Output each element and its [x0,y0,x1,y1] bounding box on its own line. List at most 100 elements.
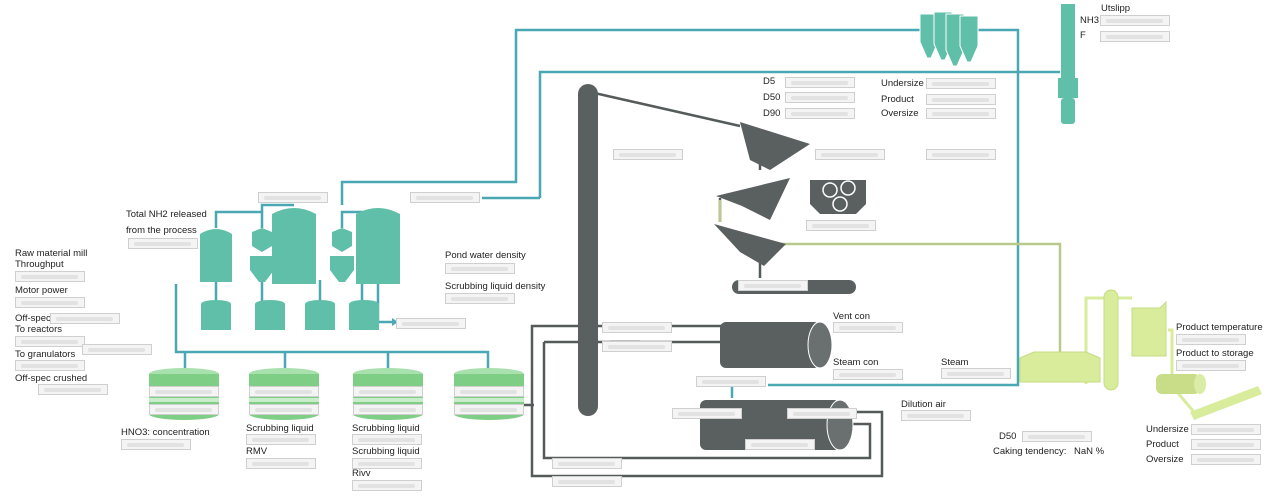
value-field-pipe-1 [258,192,328,203]
label-throughput: Throughput [15,259,64,270]
value-field-nh3 [1100,15,1170,26]
value-field-tank-scrub-2 [353,386,423,397]
label-d50: D50 [763,92,781,103]
value-field-screen [815,149,885,160]
screen-lower [714,224,786,266]
bucket-elevator [578,84,598,416]
value-field-tank-scrub-1 [249,386,319,397]
value-field-product-top [926,94,996,105]
value-field-recycle-1 [552,458,622,469]
value-field-drum-outlet [696,376,766,387]
crusher [810,180,866,214]
label-utslipp: Utslipp [1101,3,1131,14]
screen-upper [740,122,810,170]
value-field-tank-hno3-2 [149,404,219,415]
value-field-screen-2 [926,149,996,160]
label-product-bottom: Product [1146,439,1179,450]
label-scrubbing-liquid-2: Scrubbing liquid [352,423,420,434]
value-field-vent-con [833,322,903,333]
value-field-product-bottom [1191,439,1261,450]
label-undersize-bottom: Undersize [1146,424,1189,435]
value-field-steam [941,368,1011,379]
value-field-elevator-out-2 [602,341,672,352]
value-field-scrubbing-liquid-1 [246,434,316,445]
value-field-tank-pond-2 [454,404,524,415]
label-steam-con: Steam con [833,357,879,368]
label-to-reactors: To reactors [15,324,62,335]
label-d5: D5 [763,76,776,87]
label-steam: Steam [941,357,969,368]
value-field-pipe-2 [410,192,480,203]
emission-stack [1058,4,1078,124]
value-field-pond-water-density [445,263,515,274]
value-field-reactor-outlet [396,318,466,329]
value-field-product-to-storage [1176,360,1246,371]
value-field-off-spec-cc [50,313,120,324]
value-field-elevator-out-1 [602,322,672,333]
label-total-nh2-line2: from the process [126,225,197,236]
value-field-rivv [352,480,422,491]
reactor-section [200,208,400,330]
value-field-f [1100,31,1170,42]
label-rivv: Rivv [352,468,371,479]
label-product-top: Product [881,94,914,105]
value-field-tank-pond [454,386,524,397]
value-field-hno3-concentration [121,439,191,450]
flow-arrow-icon [392,318,398,326]
value-field-oversize-top [926,108,996,119]
label-to-granulators: To granulators [15,349,76,360]
label-raw-material-mill: Raw material mill [15,248,88,259]
label-caking-tendency: Caking tendency: [993,446,1067,457]
value-field-d90 [785,108,855,119]
label-dilution-air: Dilution air [901,399,946,410]
label-oversize-bottom: Oversize [1146,454,1184,465]
value-field-motor-power [15,297,85,308]
value-field-tank-scrub-2-2 [353,404,423,415]
label-rmv: RMV [246,446,268,457]
label-f: F [1080,30,1086,41]
screen-middle [716,178,790,220]
label-oversize-top: Oversize [881,108,919,119]
label-scrubbing-liquid-3: Scrubbing liquid [352,446,420,457]
value-field-product-temperature [1176,334,1246,345]
label-off-spec-cc: Off-spec Cc [15,313,65,324]
value-field-d50 [785,92,855,103]
value-field-to-granulators [15,360,85,371]
value-field-conveyor [738,280,808,291]
value-field-dryer-bottom [745,439,815,450]
label-pond-water-density: Pond water density [445,250,526,261]
value-field-scrubbing-liquid-3 [352,458,422,469]
value-field-to-reactors-2 [82,344,152,355]
value-field-to-reactors [15,336,85,347]
value-field-tank-scrub-1-2 [249,404,319,415]
label-undersize-top: Undersize [881,78,924,89]
value-field-undersize-bottom [1191,424,1261,435]
value-field-tank-hno3 [149,386,219,397]
value-field-rmv [246,458,316,469]
value-field-steam-con [833,369,903,380]
storage-silos [919,11,979,67]
value-field-dilution-air [901,410,971,421]
value-field-crusher [806,220,876,231]
label-d90: D90 [763,108,781,119]
value-field-d5 [785,77,855,88]
value-field-oversize-bottom [1191,454,1261,465]
value-field-scrubbing-density [445,293,515,304]
value-field-undersize-top [926,78,996,89]
value-field-scrubbing-liquid-2 [352,434,422,445]
value-field-dryer-inlet [672,408,742,419]
value-field-recycle-2 [552,476,622,487]
value-field-off-spec-crushed [38,384,108,395]
granulator-drum [720,321,833,369]
label-product-to-storage: Product to storage [1176,348,1254,359]
label-total-nh2-line1: Total NH2 released [126,209,207,220]
label-scrubbing-liquid-density: Scrubbing liquid density [445,281,546,292]
value-field-elevator [613,149,683,160]
product-section [1019,289,1262,420]
label-vent-con: Vent con [833,311,870,322]
label-nh3: NH3 [1080,15,1100,26]
value-field-dryer-outlet [787,408,857,419]
value-field-total-nh2 [128,238,198,249]
label-scrubbing-liquid-1: Scrubbing liquid [246,423,314,434]
